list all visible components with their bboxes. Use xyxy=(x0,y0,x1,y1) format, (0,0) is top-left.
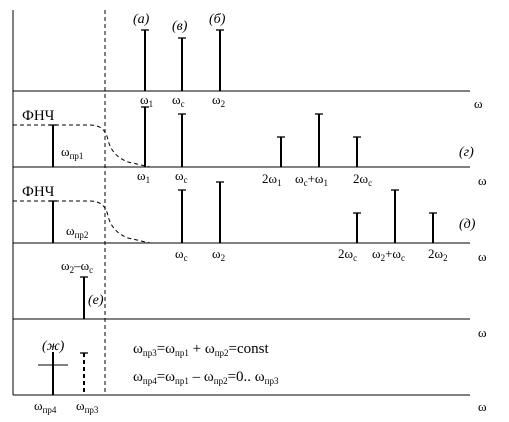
tick-w2: ω2 xyxy=(212,92,225,109)
row-result: (ж) ωпр4 ωпр3 ωпр3=ωпр1 + ωпр2=const ωпр… xyxy=(34,339,279,415)
label-e: (е) xyxy=(88,293,104,308)
label-d: (д) xyxy=(459,217,476,232)
tick-wc-g: ωc xyxy=(175,168,188,185)
tick-wpr4: ωпр4 xyxy=(34,398,57,415)
tick-wpr2: ωпр2 xyxy=(66,223,88,240)
omega-axis-label-1: ω xyxy=(474,96,483,111)
omega-axis-label-4: ω xyxy=(478,325,487,340)
lpf-label-2: ФНЧ xyxy=(22,184,55,200)
label-b: (б) xyxy=(209,12,226,27)
lpf-response-2 xyxy=(13,200,151,244)
row-mixer-2: ФНЧ ωпр2 (д) ωc ω2 2ωc ω2+ωc 2ω2 xyxy=(13,181,476,263)
frequency-axes xyxy=(12,10,470,396)
row-mixer-1: ФНЧ ωпр1 (г) ω1 ωc 2ω1 ωc+ω1 2ωc xyxy=(13,106,474,188)
tick-2w2: 2ω2 xyxy=(428,246,448,263)
row-difference: ω2–ωc (е) xyxy=(61,258,104,319)
tick-w2-plus-wc: ω2+ωc xyxy=(372,246,405,263)
label-v: (в) xyxy=(172,19,188,34)
lpf-response-1 xyxy=(13,124,151,168)
tick-w1: ω1 xyxy=(140,92,153,109)
tick-2wc-g: 2ωc xyxy=(353,171,372,188)
tick-wpr3: ωпр3 xyxy=(76,398,99,415)
tick-wc: ωc xyxy=(172,92,185,109)
tick-wc-d: ωc xyxy=(175,246,188,263)
omega-axis-label-5: ω xyxy=(478,399,487,414)
tick-w2-minus-wc: ω2–ωc xyxy=(61,258,93,275)
label-a: (а) xyxy=(133,12,150,27)
tick-wc-plus-w1: ωc+ω1 xyxy=(295,171,328,188)
tick-w1-g: ω1 xyxy=(137,168,150,185)
omega-axis-label-3: ω xyxy=(478,249,487,264)
equation-sum: ωпр3=ωпр1 + ωпр2=const xyxy=(133,341,270,358)
lpf-label-1: ФНЧ xyxy=(22,108,55,124)
omega-labels: ω ω ω ω ω xyxy=(474,96,487,414)
omega-axis-label-2: ω xyxy=(478,173,487,188)
tick-2wc-d: 2ωc xyxy=(338,246,357,263)
tick-w2-d: ω2 xyxy=(212,246,225,263)
tick-wpr1: ωпр1 xyxy=(61,144,83,161)
label-g: (г) xyxy=(459,145,474,160)
label-zh: (ж) xyxy=(42,339,65,354)
equation-difference: ωпр4=ωпр1 – ωпр2=0.. ωпр3 xyxy=(133,369,279,386)
tick-2w1: 2ω1 xyxy=(262,171,282,188)
row-input-spectrum: (а) (в) (б) ω1 ωc ω2 xyxy=(133,12,226,109)
